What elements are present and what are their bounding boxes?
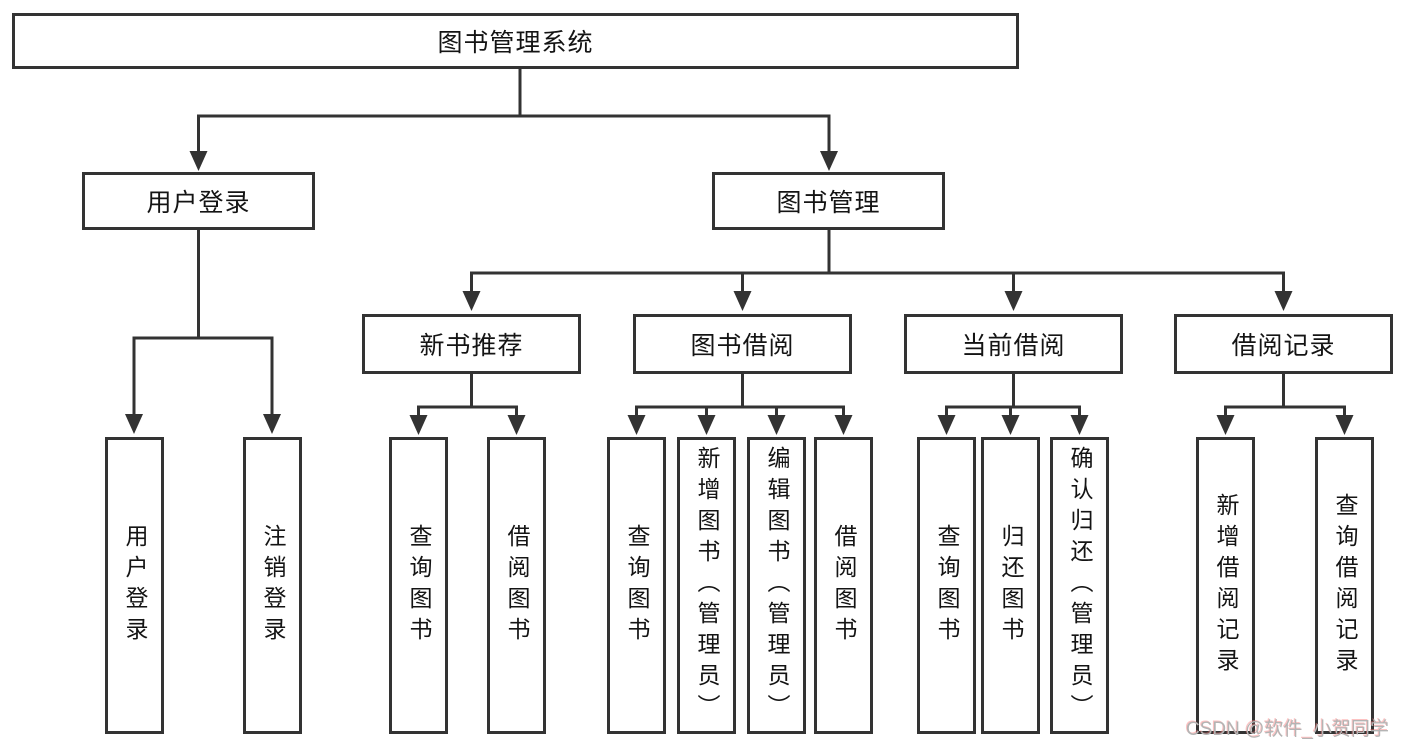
leaf-g1-query-books: 查询图书	[389, 437, 448, 734]
leaf-g2-query-books: 查询图书	[607, 437, 666, 734]
arrowhead-g2c3	[767, 415, 786, 435]
leaf-g4-add-borrow-record: 新增借阅记录	[1196, 437, 1255, 734]
leaf-g4-add-borrow-record-label: 新增借阅记录	[1213, 492, 1239, 679]
leaf-g3-confirm-return-admin-label: 确认归还（管理员）	[1067, 446, 1093, 725]
leaf-g2-edit-books-admin: 编辑图书（管理员）	[747, 437, 806, 734]
arrowhead-book-branch	[820, 151, 838, 171]
leaf-g1-borrow-books-label: 借阅图书	[504, 523, 530, 648]
leaf-g4-query-borrow-record-label: 查询借阅记录	[1332, 492, 1358, 679]
leaf-g2-borrow-books: 借阅图书	[814, 437, 873, 734]
arrowhead-g2c4	[834, 415, 853, 435]
arrowhead-g4c1	[1216, 415, 1235, 435]
arrowhead-g4c2	[1335, 415, 1354, 435]
arrowhead-g1	[462, 291, 481, 311]
leaf-g4-query-borrow-record: 查询借阅记录	[1315, 437, 1374, 734]
arrowhead-user-branch	[189, 151, 208, 171]
leaf-g2-borrow-books-label: 借阅图书	[831, 523, 857, 648]
leaf-g3-confirm-return-admin: 确认归还（管理员）	[1050, 437, 1109, 734]
arrowhead-logout	[263, 414, 281, 434]
leaf-user-login: 用户登录	[105, 437, 164, 734]
leaf-g3-return-books-label: 归还图书	[998, 523, 1024, 648]
arrowhead-g1c1	[409, 415, 428, 435]
leaf-g2-edit-books-admin-label: 编辑图书（管理员）	[764, 446, 790, 725]
arrowhead-g3c1	[937, 415, 956, 435]
leaf-g3-return-books: 归还图书	[981, 437, 1040, 734]
arrowhead-g2c1	[627, 415, 646, 435]
arrowhead-userlogin	[125, 414, 143, 434]
node-borrowing-records: 借阅记录	[1174, 314, 1393, 374]
leaf-user-login-label: 用户登录	[122, 523, 148, 648]
leaf-g1-query-books-label: 查询图书	[406, 523, 432, 648]
node-new-book-recommend: 新书推荐	[362, 314, 581, 374]
node-book-borrowing: 图书借阅	[633, 314, 852, 374]
node-current-borrowing: 当前借阅	[904, 314, 1123, 374]
arrowhead-g4	[1274, 291, 1293, 311]
node-user-login-branch: 用户登录	[82, 172, 315, 230]
arrowhead-g2c2	[697, 415, 716, 435]
leaf-g1-borrow-books: 借阅图书	[487, 437, 546, 734]
arrowhead-g1c2	[507, 415, 526, 435]
arrowheads	[125, 151, 1354, 435]
arrowhead-g2	[733, 291, 752, 311]
leaf-g3-query-books: 查询图书	[917, 437, 976, 734]
csdn-watermark: CSDN @软件_小贺同学	[1186, 719, 1389, 740]
leaf-g3-query-books-label: 查询图书	[934, 523, 960, 648]
node-root-system: 图书管理系统	[12, 13, 1019, 69]
leaf-logout-label: 注销登录	[260, 523, 286, 648]
arrowhead-g3	[1004, 291, 1023, 311]
leaf-g2-query-books-label: 查询图书	[624, 523, 650, 648]
node-book-management: 图书管理	[712, 172, 945, 230]
leaf-logout: 注销登录	[243, 437, 302, 734]
arrowhead-g3c2	[1001, 415, 1020, 435]
leaf-g2-add-books-admin-label: 新增图书（管理员）	[694, 446, 720, 725]
arrowhead-g3c3	[1070, 415, 1089, 435]
leaf-g2-add-books-admin: 新增图书（管理员）	[677, 437, 736, 734]
